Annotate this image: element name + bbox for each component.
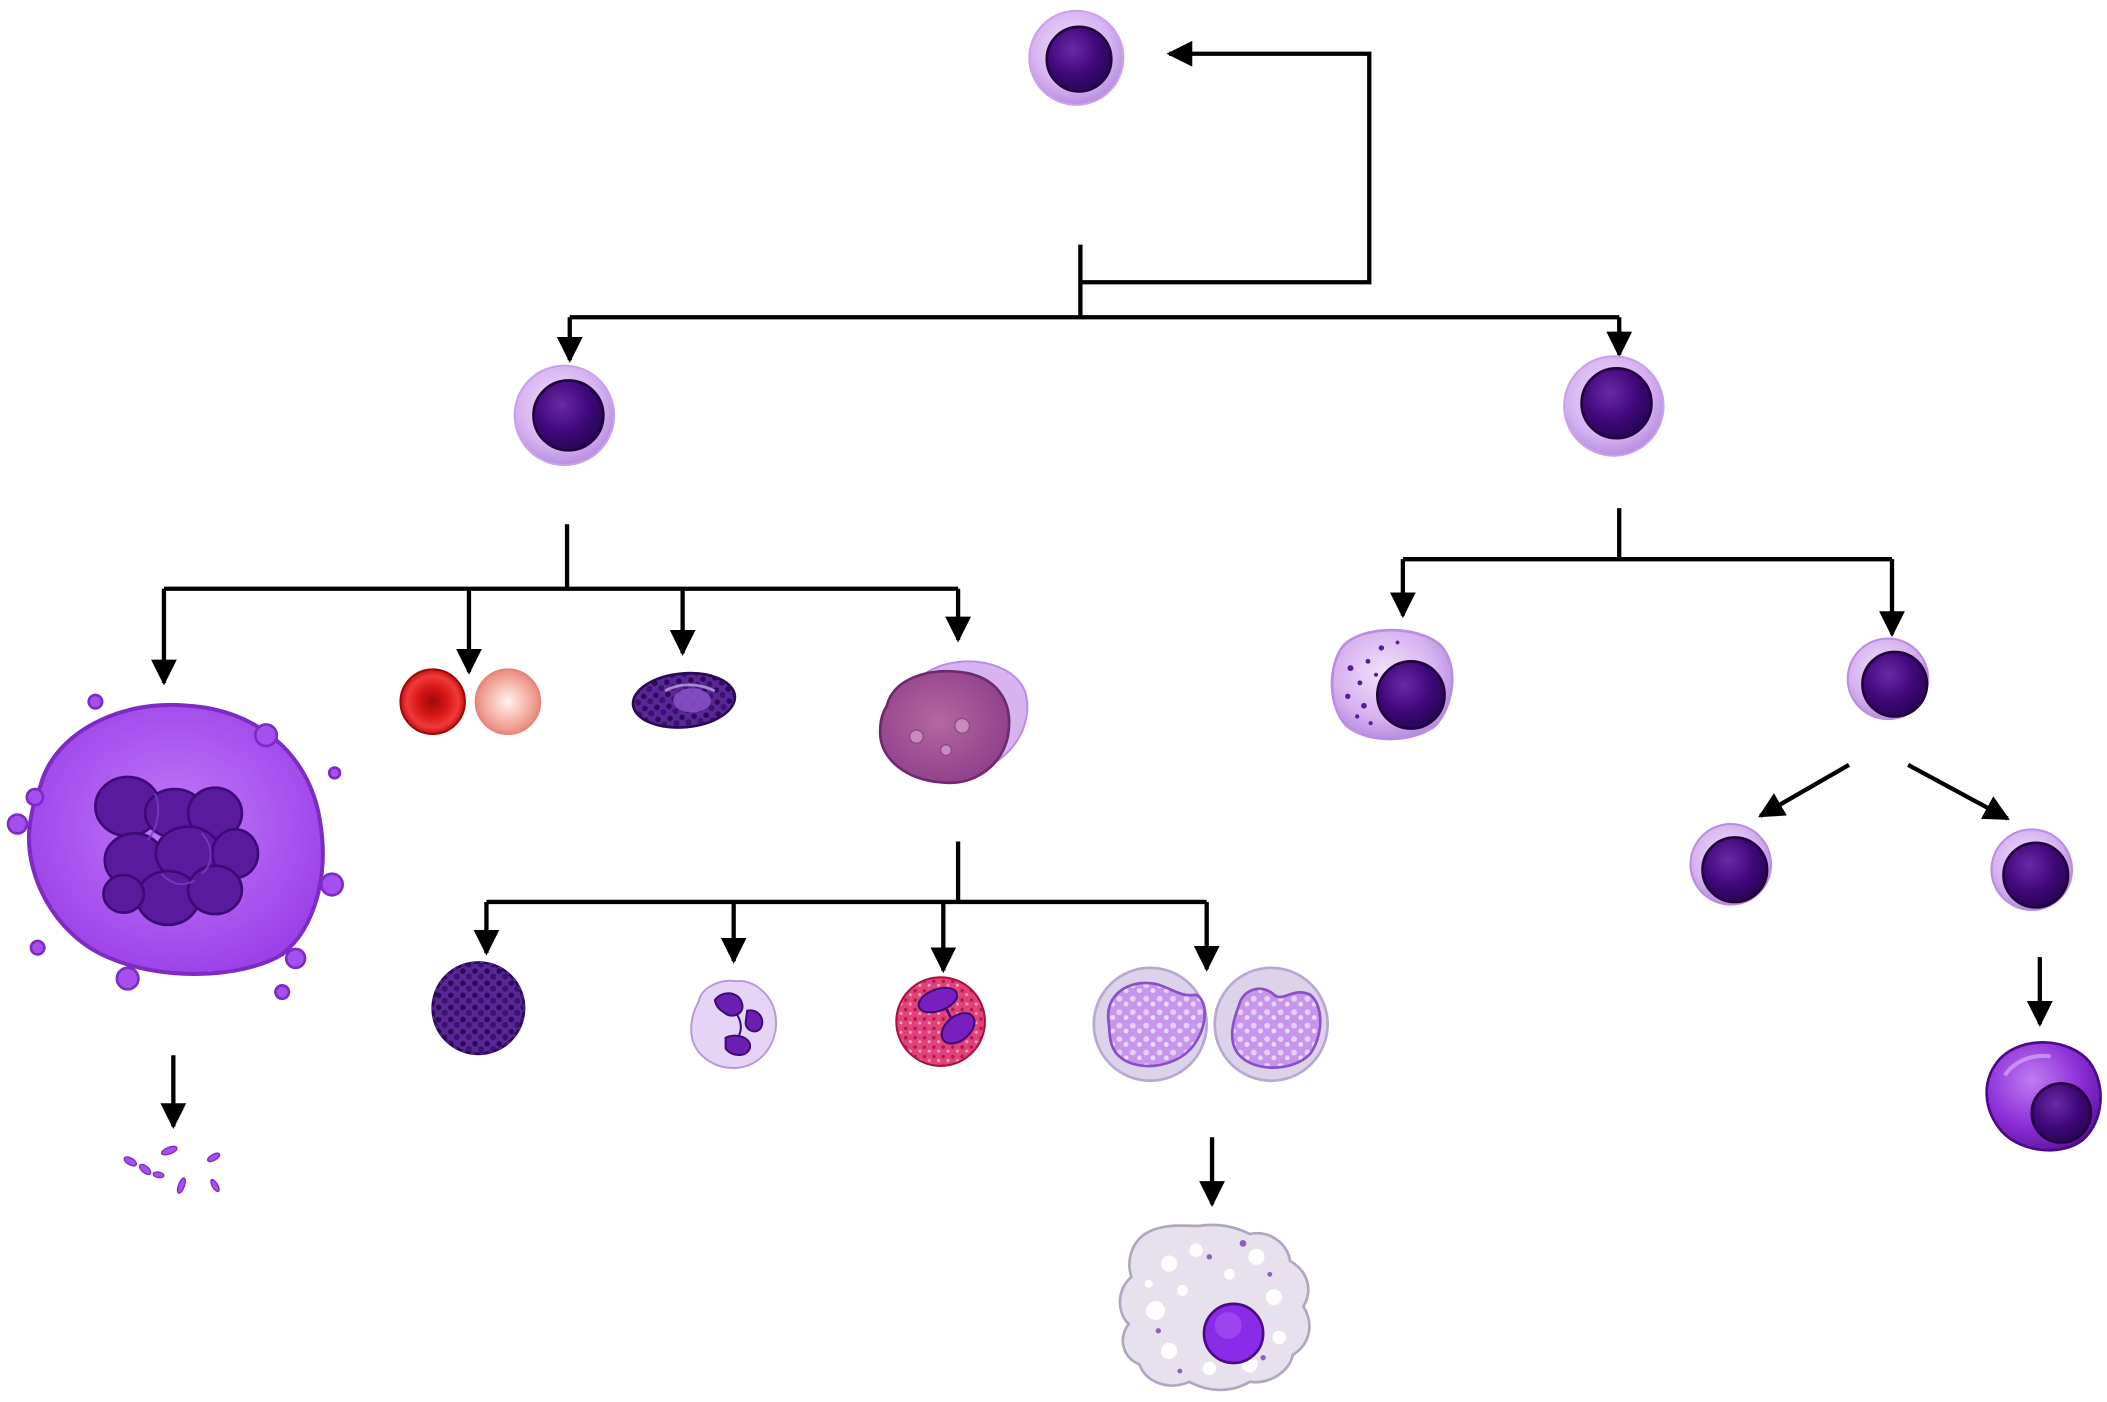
plasma-cell-icon <box>1985 1041 2102 1152</box>
b-lymphocyte <box>1990 828 2074 912</box>
mast-cell-icon <box>631 671 737 729</box>
monocyte <box>1092 966 1329 1083</box>
progenitor-cell-icon <box>513 364 616 467</box>
platelets <box>123 1145 221 1194</box>
monocyte-icon <box>1092 966 1329 1083</box>
mast-cell <box>631 671 737 729</box>
common-lymphoid-progenitor <box>1563 355 1665 457</box>
macrophage <box>1118 1223 1311 1392</box>
myeloblast <box>878 660 1029 785</box>
common-myeloid-progenitor <box>513 364 616 467</box>
neutrophil-icon <box>690 979 778 1070</box>
hematopoietic-stem-cell <box>1028 9 1125 106</box>
eosinophil-icon <box>895 976 986 1067</box>
t-lymphocyte <box>1689 822 1773 906</box>
megakaryocyte-icon <box>6 693 344 1001</box>
neutrophil <box>690 979 778 1070</box>
stem-cell-icon <box>1028 9 1125 106</box>
platelets-icon <box>123 1145 221 1194</box>
progenitor-cell-icon <box>1563 355 1665 457</box>
connectors <box>151 40 2053 1207</box>
natural-killer-cell <box>1330 628 1454 741</box>
macrophage-icon <box>1118 1223 1311 1392</box>
arrow-to-t-lymphocyte <box>1758 762 1851 818</box>
erythrocyte <box>399 668 542 735</box>
basophil-icon <box>431 961 526 1056</box>
basophil <box>431 961 526 1056</box>
megakaryocyte <box>6 693 344 1001</box>
lymphocyte-icon <box>1689 822 1773 906</box>
plasma-cell <box>1985 1041 2102 1152</box>
lymphocyte-icon <box>1990 828 2074 912</box>
myeloblast-icon <box>878 660 1029 785</box>
lymphocyte-icon <box>1846 637 1930 721</box>
red-blood-cell-icon <box>399 668 542 735</box>
small-lymphocyte <box>1846 637 1930 721</box>
eosinophil <box>895 976 986 1067</box>
megakaryocyte-nucleus <box>94 775 260 927</box>
arrow-to-b-lymphocyte <box>1907 762 2010 821</box>
nk-cell-icon <box>1330 628 1454 741</box>
self-renewal-arrow <box>1080 40 1372 285</box>
